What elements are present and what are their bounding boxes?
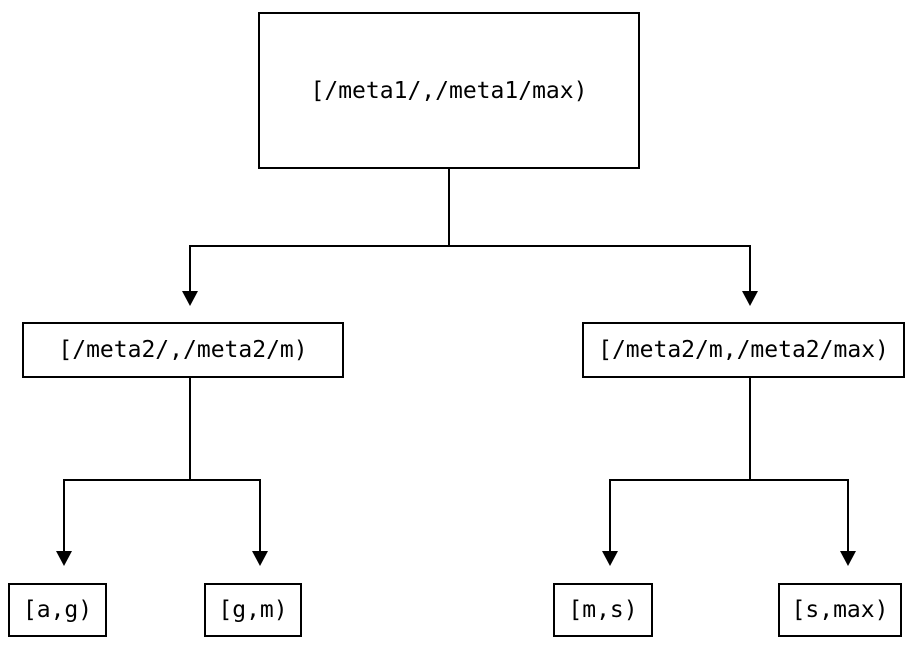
arrowhead-down-icon [602,551,618,566]
node-leaf-a-g: [a,g) [8,583,107,637]
node-left-child: [/meta2/,/meta2/m) [22,322,344,378]
edge-root-branch-bar [189,245,751,291]
node-leaf-s-max: [s,max) [778,583,902,637]
node-root-label: [/meta1/,/meta1/max) [310,77,588,104]
node-leaf-g-m-label: [g,m) [218,597,288,623]
edge-left-branch-bar [63,479,261,551]
node-leaf-s-max-label: [s,max) [791,597,889,623]
arrowhead-down-icon [252,551,268,566]
node-leaf-g-m: [g,m) [204,583,302,637]
arrowhead-down-icon [182,291,198,306]
node-right-child: [/meta2/m,/meta2/max) [582,322,905,378]
node-root: [/meta1/,/meta1/max) [258,12,640,169]
arrowhead-down-icon [840,551,856,566]
arrowhead-down-icon [56,551,72,566]
node-left-child-label: [/meta2/,/meta2/m) [58,337,308,363]
node-leaf-m-s: [m,s) [553,583,653,637]
node-right-child-label: [/meta2/m,/meta2/max) [598,337,889,363]
arrowhead-down-icon [742,291,758,306]
edge-right-branch-bar [609,479,849,551]
node-leaf-a-g-label: [a,g) [22,597,93,623]
node-leaf-m-s-label: [m,s) [568,597,638,623]
